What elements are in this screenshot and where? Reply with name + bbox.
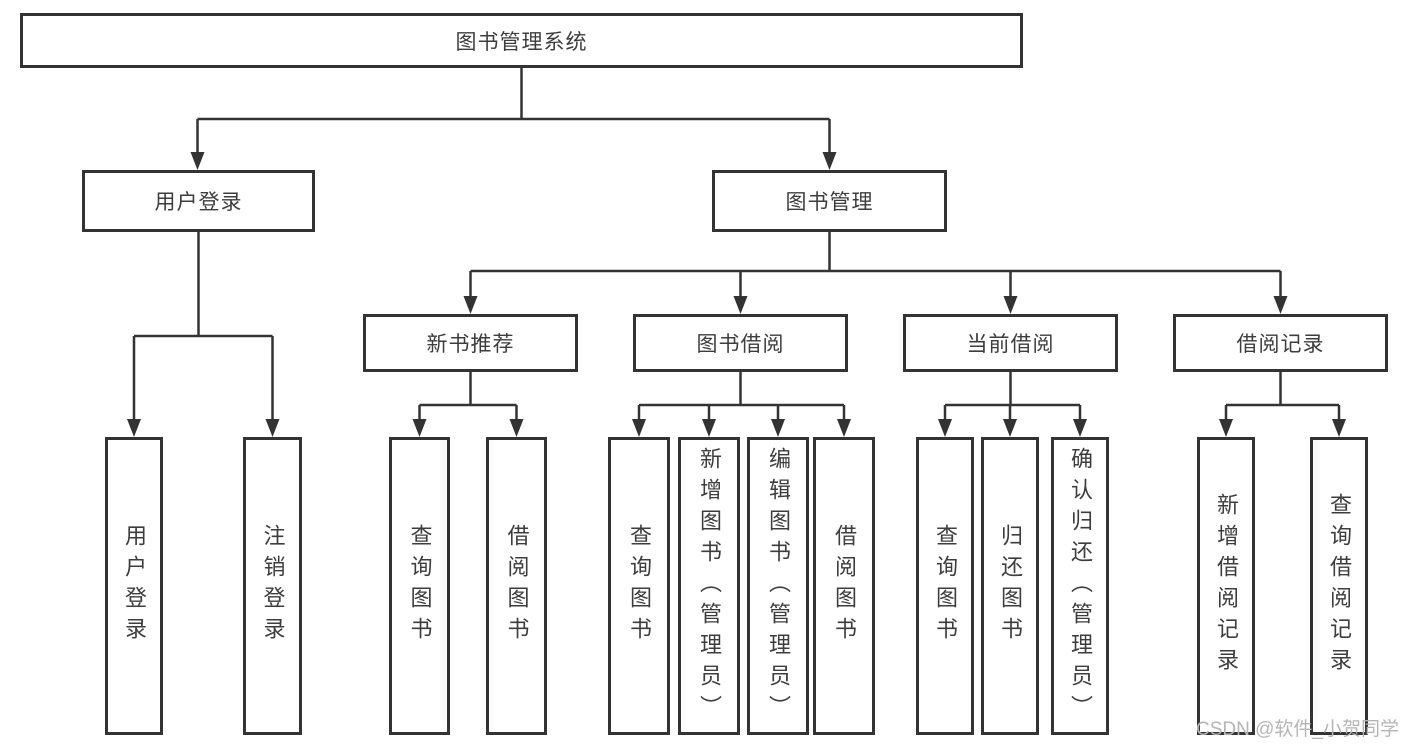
arrowhead bbox=[1073, 419, 1087, 437]
node-label: 用户登录 bbox=[122, 524, 147, 648]
leaf-user-login: 用户登录 bbox=[105, 437, 163, 735]
connector-borrow-records bbox=[1224, 372, 1341, 420]
connector-root bbox=[196, 68, 831, 153]
arrowhead bbox=[1273, 296, 1288, 314]
node-label: 图书管理系统 bbox=[455, 30, 588, 54]
arrowhead bbox=[463, 296, 478, 314]
leaf-return-books: 归还图书 bbox=[981, 437, 1039, 735]
node-label: 借阅图书 bbox=[504, 524, 530, 648]
leaf-edit-book-admin: 编辑图书（管理员） bbox=[747, 437, 809, 735]
node-label: 查询图书 bbox=[627, 524, 652, 648]
node-label: 新增借阅记录 bbox=[1214, 493, 1239, 679]
node-label: 编辑图书（管理员） bbox=[766, 446, 791, 726]
leaf-borrow-books: 借阅图书 bbox=[813, 437, 875, 735]
node-label: 图书管理 bbox=[785, 191, 874, 214]
arrowhead bbox=[837, 419, 851, 437]
node-book-management: 图书管理 bbox=[712, 170, 947, 232]
node-borrow-records: 借阅记录 bbox=[1173, 314, 1388, 372]
connector-current-borrow bbox=[943, 372, 1082, 420]
connector-book-management bbox=[469, 232, 1282, 297]
node-book-borrow: 图书借阅 bbox=[633, 314, 848, 372]
node-label: 查询图书 bbox=[407, 524, 433, 648]
arrowhead bbox=[190, 152, 205, 170]
leaf-add-book-admin: 新增图书（管理员） bbox=[678, 437, 740, 735]
arrowhead bbox=[127, 419, 141, 437]
node-label: 借阅记录 bbox=[1236, 333, 1325, 356]
connector-book-borrow bbox=[637, 372, 846, 420]
node-label: 新增图书（管理员） bbox=[697, 446, 722, 726]
node-label: 注销登录 bbox=[260, 524, 286, 648]
node-label: 图书借阅 bbox=[696, 333, 785, 356]
leaf-query-books-borrow: 查询图书 bbox=[608, 437, 670, 735]
leaf-query-books-current: 查询图书 bbox=[916, 437, 974, 735]
connector-new-book bbox=[418, 372, 518, 420]
node-label: 借阅图书 bbox=[832, 524, 857, 648]
node-label: 查询借阅记录 bbox=[1327, 493, 1352, 679]
arrowhead bbox=[822, 152, 837, 170]
leaf-query-borrow-record: 查询借阅记录 bbox=[1310, 437, 1368, 735]
arrowhead bbox=[632, 419, 646, 437]
arrowhead bbox=[1219, 419, 1233, 437]
node-label: 用户登录 bbox=[154, 191, 243, 214]
node-label: 查询图书 bbox=[933, 524, 958, 648]
node-new-book-recommend: 新书推荐 bbox=[363, 314, 578, 372]
csdn-watermark: CSDN @软件_小贺同学 bbox=[1196, 719, 1399, 740]
node-current-borrow: 当前借阅 bbox=[903, 314, 1118, 372]
leaf-query-books-recommend: 查询图书 bbox=[389, 437, 450, 735]
arrowhead bbox=[1003, 296, 1018, 314]
arrowhead bbox=[938, 419, 952, 437]
arrowhead bbox=[771, 419, 785, 437]
arrowhead bbox=[265, 419, 280, 437]
node-label: 归还图书 bbox=[998, 524, 1023, 648]
connector-user-login bbox=[132, 232, 274, 420]
node-library-management-system: 图书管理系统 bbox=[20, 13, 1023, 68]
arrowhead bbox=[509, 419, 524, 437]
leaf-logout: 注销登录 bbox=[243, 437, 302, 735]
node-label: 确认归还（管理员） bbox=[1068, 446, 1093, 726]
node-label: 当前借阅 bbox=[966, 333, 1055, 356]
leaf-add-borrow-record: 新增借阅记录 bbox=[1197, 437, 1255, 735]
arrowhead bbox=[733, 296, 748, 314]
leaf-confirm-return-admin: 确认归还（管理员） bbox=[1051, 437, 1109, 735]
arrowhead bbox=[1003, 419, 1017, 437]
arrowhead bbox=[702, 419, 716, 437]
leaf-borrow-books-recommend: 借阅图书 bbox=[486, 437, 547, 735]
arrowhead bbox=[1332, 419, 1346, 437]
node-label: 新书推荐 bbox=[426, 333, 515, 356]
arrowhead bbox=[412, 419, 427, 437]
node-user-login: 用户登录 bbox=[82, 170, 315, 232]
